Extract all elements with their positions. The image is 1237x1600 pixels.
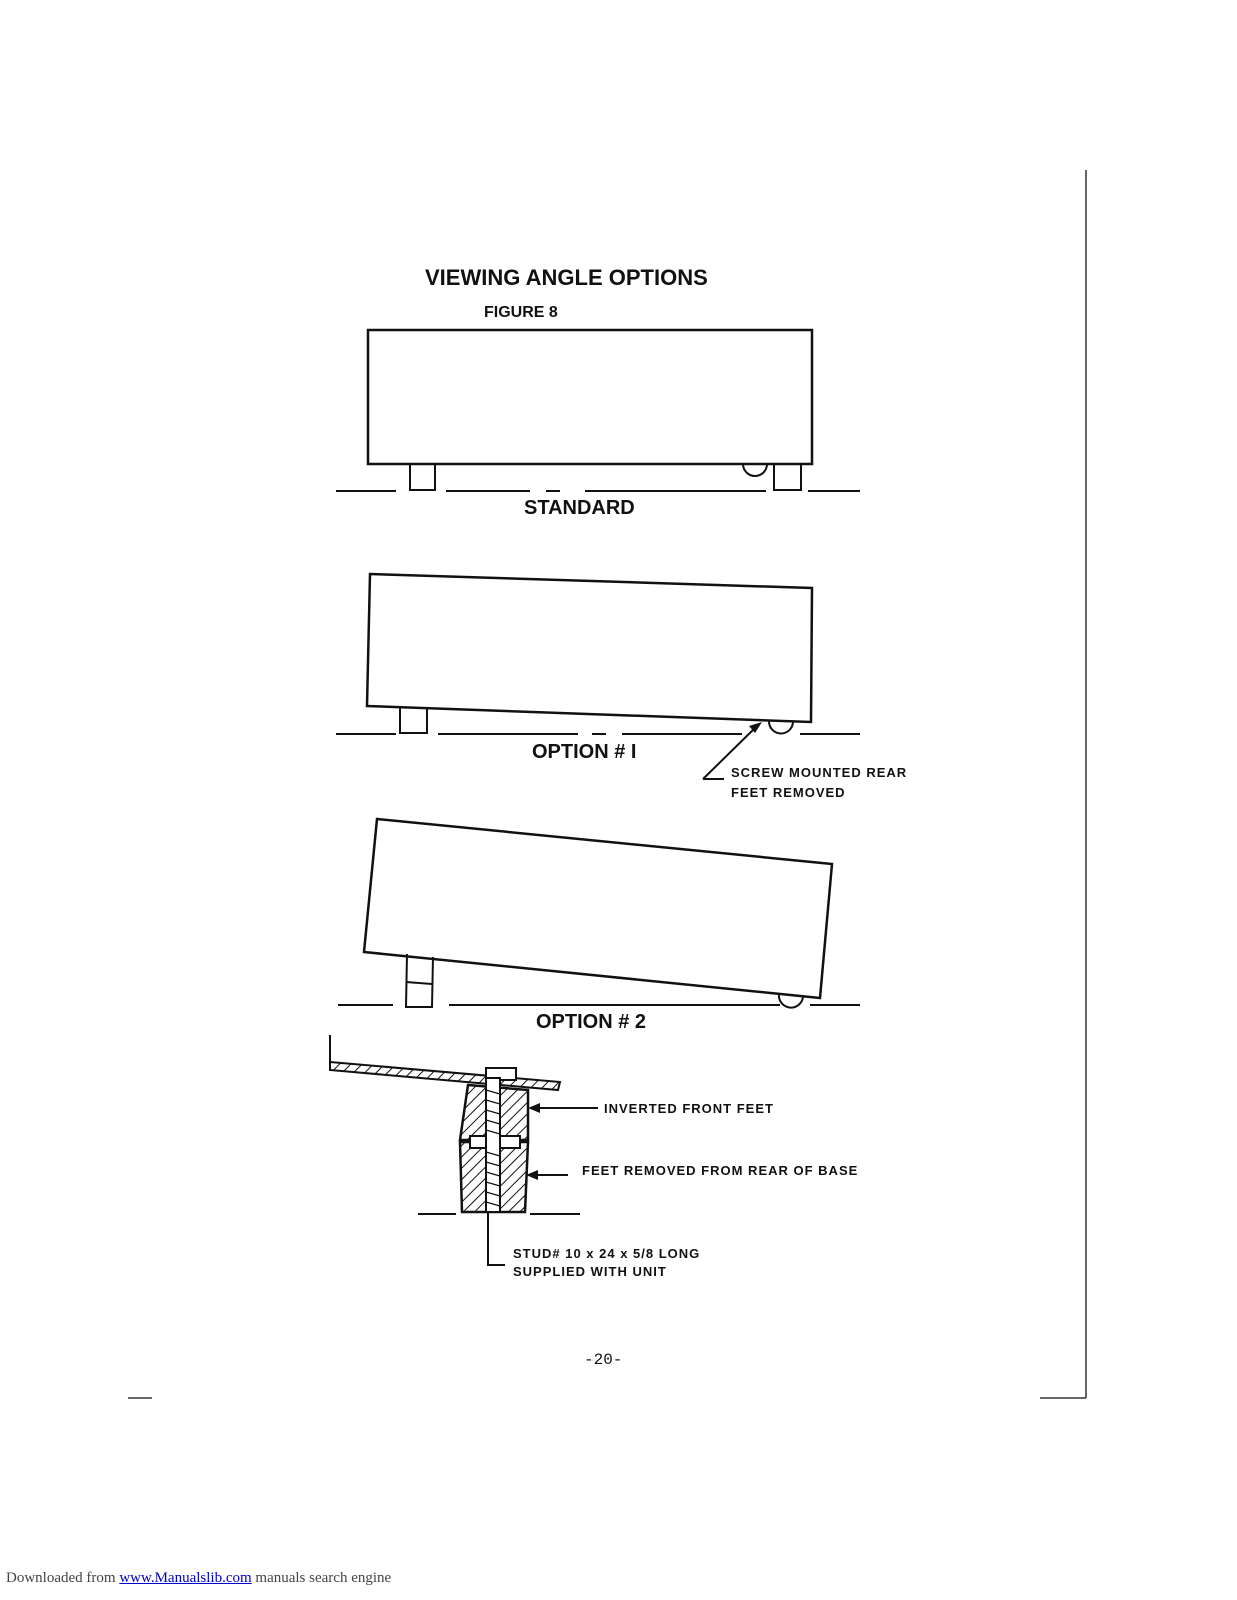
screw-leader-line — [702, 725, 758, 780]
option1-label: OPTION # I — [532, 741, 636, 763]
standard-front-foot — [409, 464, 436, 491]
option1-cabinet — [365, 572, 814, 724]
option2-view: OPTION # 2 — [338, 817, 860, 1033]
option2-inverted-foot — [404, 953, 434, 1008]
base-plate — [329, 1060, 562, 1092]
inverted-callout: INVERTED FRONT FEET — [604, 1101, 774, 1116]
stud-callout-line1: STUD# 10 x 24 x 5/8 LONG — [513, 1246, 700, 1261]
option2-cabinet — [362, 817, 834, 1000]
option1-view: OPTION # I SCREW MOUNTED REAR FEET REMOV… — [336, 572, 907, 800]
figure-number: FIGURE 8 — [484, 304, 558, 321]
feet-removed-leader-arrowhead — [526, 1170, 538, 1180]
inverted-leader-arrowhead — [528, 1103, 540, 1113]
standard-label: STANDARD — [524, 497, 635, 519]
page-number: -20- — [584, 1351, 622, 1369]
stud-threads — [485, 1089, 501, 1207]
option2-screw-foot — [777, 993, 804, 1009]
stud-callout-line2: SUPPLIED WITH UNIT — [513, 1264, 667, 1279]
footer-link[interactable]: www.Manualslib.com — [119, 1570, 252, 1586]
standard-cabinet — [366, 328, 814, 466]
standard-view: STANDARD — [336, 328, 860, 519]
stud-leader-line — [487, 1212, 505, 1266]
footer-prefix: Downloaded from — [6, 1570, 120, 1586]
option1-front-foot — [399, 706, 428, 734]
stud-threaded-rod — [485, 1077, 501, 1213]
feet-removed-callout: FEET REMOVED FROM REAR OF BASE — [582, 1163, 858, 1178]
screw-leader-arrowhead — [749, 722, 762, 733]
option1-screw-foot — [767, 720, 794, 735]
standard-rear-foot — [773, 464, 802, 491]
figure-title: VIEWING ANGLE OPTIONS — [425, 265, 708, 290]
screw-callout-line1: SCREW MOUNTED REAR — [731, 765, 907, 780]
standard-screw-foot — [742, 463, 768, 477]
footer-attribution: Downloaded from www.Manualslib.com manua… — [6, 1570, 391, 1587]
screw-callout-line2: FEET REMOVED — [731, 785, 846, 800]
foot-cross-section-detail: INVERTED FRONT FEET FEET REMOVED FROM RE… — [329, 1035, 858, 1279]
footer-suffix: manuals search engine — [251, 1570, 392, 1586]
option2-label: OPTION # 2 — [536, 1011, 646, 1033]
